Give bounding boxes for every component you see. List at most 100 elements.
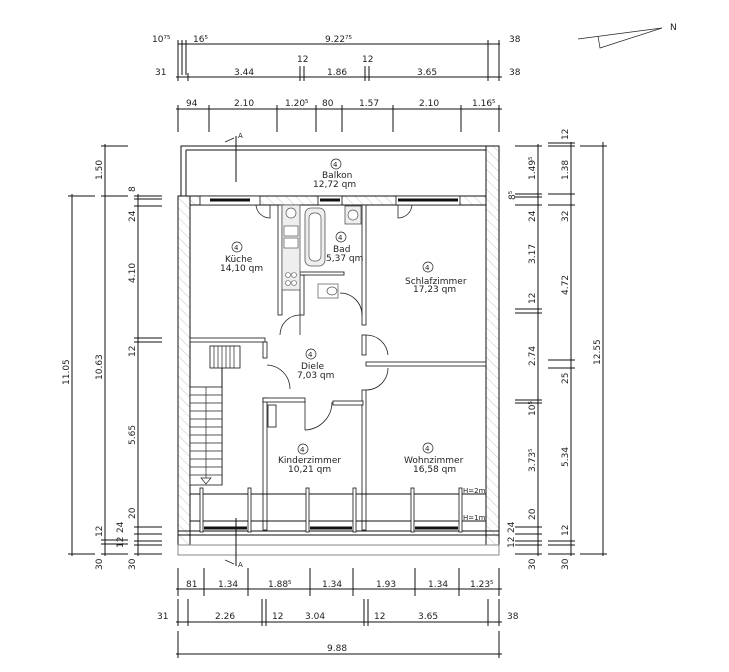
north-label: N: [670, 23, 677, 33]
dim-bot2-4: 12: [374, 612, 385, 622]
room-schlafzimmer: 4 Schlafzimmer 17,23 qm: [405, 261, 467, 295]
dim-left-mid-1: 10.63: [95, 354, 105, 380]
dim-left-inner-5: 20: [128, 507, 138, 519]
dim-bot1-0: 81: [186, 580, 197, 590]
dim-right-mid-6: 12: [561, 525, 571, 536]
dim-left-inner-1: 24: [128, 210, 138, 222]
svg-text:4: 4: [338, 234, 343, 242]
dim-right-mid-4: 25: [561, 373, 571, 384]
dim-top1-1: 165: [193, 35, 208, 45]
room-area: 14,10 qm: [220, 264, 263, 274]
dim-right-mid-0: 12: [561, 129, 571, 140]
dim-top3-1: 2.10: [234, 99, 254, 109]
dim-bot1-2: 1.885: [268, 580, 292, 590]
dim-top2-6: 38: [509, 68, 521, 78]
dim-bot1-3: 1.34: [322, 580, 342, 590]
svg-text:4: 4: [333, 161, 338, 169]
svg-text:4: 4: [308, 351, 313, 359]
dim-right-inner-9: 24: [507, 521, 517, 533]
dim-right-mid-3: 4.72: [561, 275, 571, 295]
dim-right-inner-5: 2.74: [528, 346, 538, 366]
dim-top2-3: 1.86: [327, 68, 347, 78]
room-bad: 4 Bad 5,37 qm: [326, 231, 363, 264]
svg-text:4: 4: [425, 445, 430, 453]
dim-left-inner-3: 12: [128, 346, 138, 357]
dim-left-mid-2: 12: [95, 526, 105, 537]
dim-right-mid-2: 32: [561, 211, 571, 222]
dim-top2-2: 12: [297, 55, 308, 65]
bottom-dimension-chain: 81 1.34 1.885 1.34 1.93 1.34 1.235 31 2.…: [157, 568, 519, 658]
dim-right-mid-5: 5.34: [561, 447, 571, 467]
room-name: Kinderzimmer: [278, 456, 341, 466]
right-dimension-chain: 1.495 85 24 3.17 12 2.74 105 3.735 20 24…: [507, 129, 607, 570]
room-name: Küche: [225, 255, 253, 265]
dim-bot1-1: 1.34: [218, 580, 238, 590]
svg-text:4: 4: [425, 264, 430, 272]
room-name: Diele: [301, 362, 324, 372]
dim-left-inner-4: 5.65: [128, 425, 138, 445]
front-windows: H=2m H=1m: [190, 487, 486, 533]
room-name: Wohnzimmer: [404, 456, 464, 466]
dim-right-inner-1: 85: [508, 190, 518, 200]
section-marker-top: A: [224, 132, 243, 182]
dim-top1-2: 9.2275: [325, 35, 353, 45]
svg-text:4: 4: [234, 244, 239, 252]
dim-bot2-0: 31: [157, 612, 168, 622]
dim-right-inner-7: 3.735: [528, 448, 538, 472]
dim-bot1-4: 1.93: [376, 580, 396, 590]
dim-top3-0: 94: [186, 99, 198, 109]
dim-bot1-5: 1.34: [428, 580, 448, 590]
dim-right-mid-1: 1.38: [561, 160, 571, 180]
top-dimension-chain: 1075 165 9.2275 38 31 3.44 12 1.86 12 3.…: [152, 35, 521, 132]
room-name: Schlafzimmer: [405, 277, 467, 287]
dim-bot1-6: 1.235: [470, 580, 494, 590]
dim-right-mid-7: 30: [561, 558, 571, 570]
dim-right-inner-8: 20: [528, 508, 538, 520]
dim-right-inner-6: 105: [528, 401, 538, 416]
dim-right-inner-11: 30: [528, 558, 538, 570]
room-kueche: 4 Küche 14,10 qm: [220, 241, 263, 274]
height-label-2m: H=2m: [463, 487, 486, 495]
dim-left-outer: 11.05: [62, 359, 72, 385]
dim-top2-0: 31: [155, 68, 166, 78]
room-diele: 4 Diele 7,03 qm: [297, 348, 334, 381]
svg-text:A: A: [238, 132, 243, 140]
staircase: [189, 345, 241, 486]
dim-top2-1: 3.44: [234, 68, 254, 78]
section-marker-bottom: A: [224, 518, 243, 569]
dim-bot2-5: 3.65: [418, 612, 438, 622]
left-dimension-chain: 11.05 1.50 10.63 12 30 8 24 4.10 12 5: [62, 144, 162, 570]
room-wohnzimmer: 4 Wohnzimmer 16,58 qm: [404, 442, 464, 475]
room-area: 12,72 qm: [313, 180, 356, 190]
dim-top1-3: 38: [509, 35, 521, 45]
dim-right-inner-4: 12: [528, 293, 538, 304]
bathroom-fixtures: [304, 205, 362, 299]
north-arrow-icon: N: [577, 23, 677, 49]
dim-right-inner-3: 3.17: [528, 244, 538, 264]
room-balkon: 4 Balkon 12,72 qm: [313, 158, 356, 190]
dim-top3-6: 1.165: [472, 99, 496, 109]
dim-right-inner-0: 1.495: [528, 156, 538, 180]
dim-bot2-6: 38: [507, 612, 519, 622]
room-area: 5,37 qm: [326, 254, 363, 264]
dim-bot2-3: 3.04: [305, 612, 325, 622]
dim-left-inner-6: 24: [116, 521, 126, 533]
dim-left-mid-3: 30: [95, 558, 105, 570]
dim-left-mid-0: 1.50: [95, 160, 105, 180]
dim-top2-5: 3.65: [417, 68, 437, 78]
room-name: Bad: [333, 245, 350, 255]
dim-top3-2: 1.205: [285, 99, 309, 109]
room-name: Balkon: [322, 171, 352, 181]
dim-bot2-1: 2.26: [215, 612, 235, 622]
dim-left-inner-2: 4.10: [128, 263, 138, 283]
dim-right-outer: 12.55: [593, 339, 603, 365]
kitchen-fixtures: [281, 204, 301, 291]
height-label-1m: H=1m: [463, 514, 486, 522]
room-area: 7,03 qm: [297, 371, 334, 381]
dim-left-inner-7: 12: [116, 537, 126, 548]
dim-right-inner-2: 24: [528, 210, 538, 222]
room-area: 17,23 qm: [413, 285, 456, 295]
room-kinderzimmer: 4 Kinderzimmer 10,21 qm: [278, 443, 341, 475]
dim-bot2-2: 12: [272, 612, 283, 622]
